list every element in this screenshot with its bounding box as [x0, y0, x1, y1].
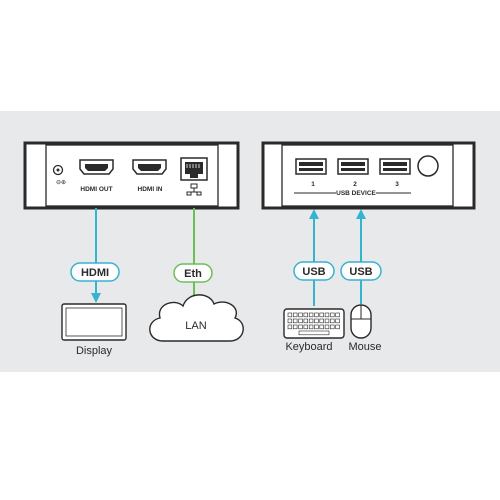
- keyboard-key: [314, 318, 319, 324]
- usb-port-1-icon: [295, 158, 327, 175]
- keyboard-key: [287, 324, 293, 330]
- keyboard-key: [292, 312, 298, 318]
- usb-keyboard-link-label: USB: [302, 266, 325, 278]
- keyboard-key: [303, 312, 308, 318]
- hdmi-link-label: HDMI: [81, 267, 109, 279]
- usb-mouse-link-badge: [340, 261, 382, 281]
- round-button-icon: [417, 155, 439, 177]
- keyboard-key: [324, 318, 330, 324]
- lan-label: LAN: [185, 320, 206, 332]
- keyboard-key: [319, 312, 324, 318]
- keyboard-key: [330, 318, 335, 324]
- keyboard-icon: [283, 308, 345, 339]
- display-label: Display: [76, 345, 113, 357]
- keyboard-key: [319, 324, 324, 330]
- keyboard-key: [292, 324, 298, 330]
- lan-cloud-icon: [149, 294, 244, 342]
- display-icon: [61, 303, 127, 341]
- keyboard-key: [330, 324, 335, 330]
- ethernet-port-icon: [180, 157, 208, 181]
- hdmi-out-label: HDMI OUT: [80, 186, 112, 193]
- svg-text:⊖⊕: ⊖⊕: [56, 180, 66, 186]
- left-device: ⊖⊕ HDMI OUT HDMI IN: [23, 141, 240, 210]
- right-device: 1 2 3 USB DEVICE: [261, 141, 476, 210]
- keyboard-key: [287, 318, 293, 324]
- keyboard-key: [335, 312, 340, 318]
- hdmi-out-port-icon: [79, 159, 114, 175]
- keyboard-key: [319, 318, 324, 324]
- keyboard-key: [298, 312, 303, 318]
- eth-link-label: Eth: [184, 268, 202, 280]
- usb-keyboard-link-badge: [293, 261, 335, 281]
- usb-device-label: USB DEVICE: [336, 190, 376, 197]
- keyboard-key: [330, 312, 335, 318]
- keyboard-key: [292, 318, 298, 324]
- hdmi-link-badge: [70, 262, 120, 282]
- usb-mouse-link-label: USB: [349, 266, 372, 278]
- keyboard-label: Keyboard: [285, 341, 332, 353]
- usb-port-2-icon: [337, 158, 369, 175]
- keyboard-key: [308, 318, 314, 324]
- keyboard-key: [308, 324, 314, 330]
- keyboard-key: [303, 324, 308, 330]
- keyboard-key: [324, 324, 330, 330]
- hdmi-in-label: HDMI IN: [138, 186, 163, 193]
- usb-port-1-number: 1: [311, 181, 315, 188]
- keyboard-key: [335, 324, 340, 330]
- mouse-icon: [350, 304, 372, 339]
- keyboard-key: [303, 318, 308, 324]
- hdmi-in-port-icon: [132, 159, 167, 175]
- mouse-label: Mouse: [348, 341, 381, 353]
- power-jack-icon: ⊖⊕: [52, 164, 66, 186]
- eth-link-badge: [173, 263, 213, 283]
- usb-port-2-number: 2: [353, 181, 357, 188]
- keyboard-key: [298, 324, 303, 330]
- keyboard-key: [287, 312, 293, 318]
- keyboard-key: [308, 312, 314, 318]
- keyboard-spacebar: [298, 330, 330, 336]
- keyboard-key: [314, 312, 319, 318]
- keyboard-key: [324, 312, 330, 318]
- keyboard-key: [335, 318, 340, 324]
- keyboard-key: [314, 324, 319, 330]
- usb-port-3-icon: [379, 158, 411, 175]
- usb-port-3-number: 3: [395, 181, 399, 188]
- network-symbol-icon: [186, 183, 202, 196]
- keyboard-key: [298, 318, 303, 324]
